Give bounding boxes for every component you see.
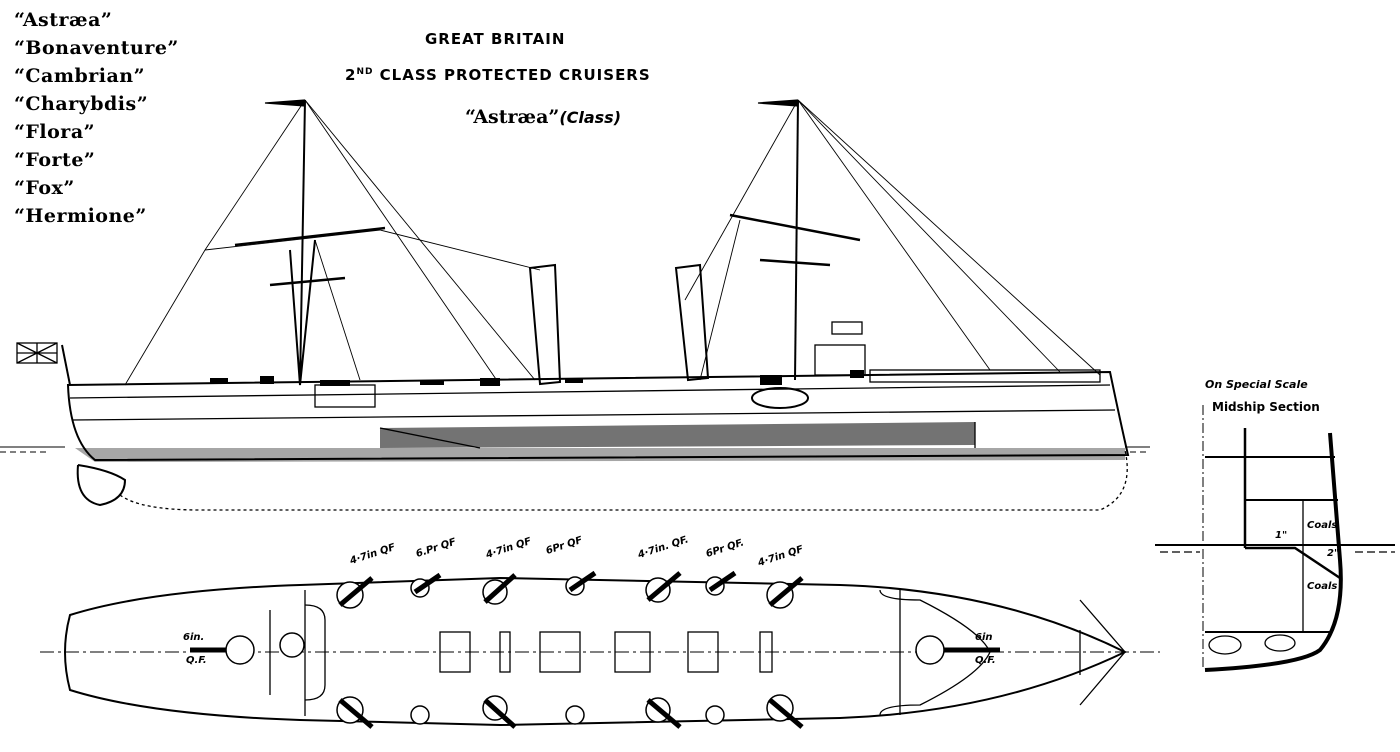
class-number: 2 xyxy=(345,66,357,84)
ship-name: “Fox” xyxy=(14,177,75,199)
deck-hatches xyxy=(439,631,773,673)
hull-side xyxy=(1204,432,1343,672)
scale-note: On Special Scale xyxy=(1205,378,1308,391)
profile-view xyxy=(0,99,1150,511)
ship-name: “Astræa” xyxy=(14,9,113,31)
class-type-title: 2ND CLASS PROTECTED CRUISERS xyxy=(345,66,651,84)
plan-guns xyxy=(225,576,945,725)
ship-name: “Flora” xyxy=(14,121,96,143)
slope-thickness-label: 2" xyxy=(1327,548,1340,559)
class-name: “Astræa” xyxy=(465,106,560,128)
deck-thickness-label: 1" xyxy=(1275,530,1288,541)
stern-rudder xyxy=(76,464,127,507)
midship-section-title: Midship Section xyxy=(1212,400,1320,414)
ship-name: “Bonaventure” xyxy=(14,37,179,59)
ship-name: “Forte” xyxy=(14,149,96,171)
waterline xyxy=(0,446,1150,453)
gun-barrels xyxy=(190,570,1000,729)
coals-label-lower: Coals xyxy=(1307,581,1338,592)
midship-section xyxy=(1155,405,1395,672)
hull-outline xyxy=(66,370,1130,462)
country-title: GREAT BRITAIN xyxy=(425,30,566,48)
forward-funnel xyxy=(528,263,562,386)
aft-funnel xyxy=(674,263,710,382)
coals-label-upper: Coals xyxy=(1307,520,1338,531)
deck-outline xyxy=(64,576,1128,727)
ship-names-list: “Astræa” “Bonaventure” “Cambrian” “Chary… xyxy=(14,6,179,230)
class-name-title: “Astræa”(Class) xyxy=(465,106,621,128)
bow-gun-size: 6in. xyxy=(183,632,205,643)
ship-name: “Hermione” xyxy=(14,205,147,227)
stern-gun-type: Q.F. xyxy=(975,655,996,666)
hull-underwater-outline xyxy=(119,449,1128,511)
class-type: CLASS PROTECTED CRUISERS xyxy=(373,66,651,84)
ship-name: “Charybdis” xyxy=(14,93,149,115)
foremast xyxy=(289,99,316,386)
plan-view xyxy=(40,570,1160,729)
class-suffix: (Class) xyxy=(559,108,622,127)
class-number-suffix: ND xyxy=(356,67,374,77)
mainmast xyxy=(794,99,799,381)
pennant xyxy=(264,99,306,107)
stern-gun-size: 6in xyxy=(975,632,993,643)
armour-shading xyxy=(380,422,975,448)
bow-gun-type: Q.F. xyxy=(186,655,207,666)
ship-name: “Cambrian” xyxy=(14,65,146,87)
